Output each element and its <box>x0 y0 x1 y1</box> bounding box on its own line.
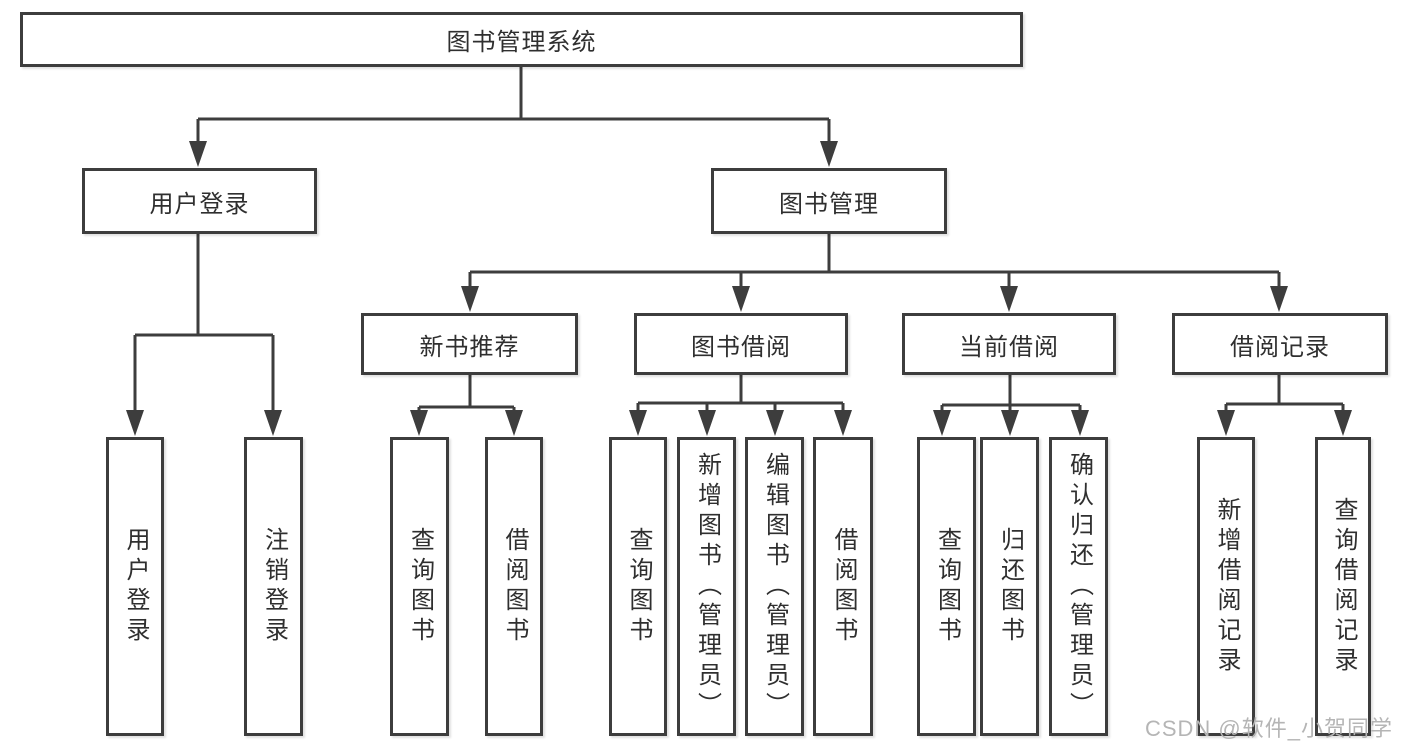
arrowheads-root-to-level2 <box>189 141 838 167</box>
arrowheads-user-login-to-leaves <box>126 410 282 436</box>
edge-borrowing-records-to-leaves <box>1224 375 1345 413</box>
node-new-book-recommend: 新书推荐 <box>361 313 578 375</box>
edge-root-to-level2 <box>196 67 831 144</box>
node-leaf-borrow-books-recommend: 借阅图书 <box>485 437 543 736</box>
arrowheads-borrowing-records-to-leaves <box>1217 410 1352 436</box>
node-leaf-edit-book-admin: 编辑图书（管理员） <box>745 437 804 736</box>
edge-new-book-recommend-to-leaves <box>417 375 516 413</box>
node-borrowing-records: 借阅记录 <box>1172 313 1388 375</box>
node-book-borrowing: 图书借阅 <box>634 313 848 375</box>
edge-user-login-to-leaves <box>133 234 275 413</box>
edge-book-borrowing-to-leaves <box>636 375 845 413</box>
node-book-management: 图书管理 <box>711 168 947 234</box>
arrowheads-book-management-to-level3 <box>461 286 1288 312</box>
edge-current-borrowing-to-leaves <box>940 375 1082 413</box>
node-leaf-borrow-books: 借阅图书 <box>813 437 873 736</box>
node-current-borrowing: 当前借阅 <box>902 313 1116 375</box>
edge-book-management-to-level3 <box>468 234 1281 289</box>
node-leaf-logout: 注销登录 <box>244 437 303 736</box>
node-leaf-query-books-borrowing: 查询图书 <box>609 437 667 736</box>
csdn-watermark: CSDN @软件_小贺同学 <box>1144 716 1393 741</box>
node-leaf-add-borrow-record: 新增借阅记录 <box>1197 437 1255 736</box>
node-leaf-query-books-current: 查询图书 <box>917 437 976 736</box>
node-leaf-query-books-recommend: 查询图书 <box>390 437 449 736</box>
arrowheads-new-book-recommend-to-leaves <box>410 410 523 436</box>
node-leaf-user-login: 用户登录 <box>106 437 164 736</box>
node-library-management-system: 图书管理系统 <box>20 12 1023 67</box>
arrowheads-book-borrowing-to-leaves <box>629 410 852 436</box>
node-leaf-add-book-admin: 新增图书（管理员） <box>677 437 736 736</box>
node-user-login: 用户登录 <box>82 168 317 234</box>
node-leaf-return-books: 归还图书 <box>980 437 1039 736</box>
arrowheads-current-borrowing-to-leaves <box>933 410 1089 436</box>
node-leaf-confirm-return-admin: 确认归还（管理员） <box>1049 437 1108 736</box>
node-leaf-query-borrow-record: 查询借阅记录 <box>1315 437 1371 736</box>
